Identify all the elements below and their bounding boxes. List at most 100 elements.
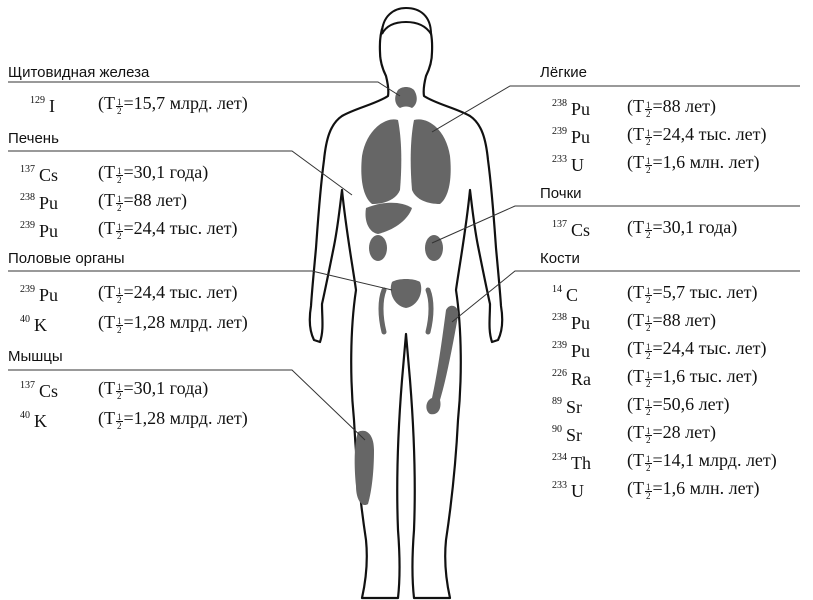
- organ-title: Лёгкие: [540, 64, 587, 82]
- element-symbol: U: [571, 481, 584, 501]
- isotope-symbol: 233 U: [552, 477, 584, 502]
- half-life-symbol: T: [633, 310, 644, 330]
- mass-number: 238: [20, 192, 35, 203]
- element-symbol: Pu: [39, 285, 58, 305]
- isotope-symbol: 226 Ra: [552, 365, 591, 390]
- half-fraction: 12: [116, 98, 123, 115]
- element-symbol: K: [34, 411, 47, 431]
- mass-number: 137: [20, 380, 35, 391]
- element-symbol: Cs: [39, 381, 58, 401]
- element-symbol: Sr: [566, 397, 582, 417]
- organ-title: Мышцы: [8, 348, 63, 366]
- half-life-symbol: T: [633, 422, 644, 442]
- element-symbol: Pu: [571, 99, 590, 119]
- isotope-symbol: 129 I: [30, 92, 55, 117]
- isotope-symbol: 239 Pu: [552, 123, 590, 148]
- element-symbol: Ra: [571, 369, 591, 389]
- half-life-value: 30,1 года: [134, 378, 203, 398]
- half-life: (T12=28 лет): [627, 421, 716, 444]
- half-life-symbol: T: [104, 93, 115, 113]
- element-symbol: Cs: [571, 220, 590, 240]
- mass-number: 90: [552, 424, 562, 435]
- element-symbol: I: [49, 96, 55, 116]
- mass-number: 14: [552, 284, 562, 295]
- half-life-value: 24,4 тыс. лет: [663, 124, 761, 144]
- half-life-symbol: T: [104, 378, 115, 398]
- organ-title: Почки: [540, 185, 582, 203]
- half-life-value: 1,28 млрд. лет: [134, 408, 242, 428]
- mass-number: 239: [552, 340, 567, 351]
- half-life-symbol: T: [633, 450, 644, 470]
- half-life-value: 30,1 года: [663, 217, 732, 237]
- half-life-symbol: T: [104, 282, 115, 302]
- mass-number: 233: [552, 154, 567, 165]
- half-life-value: 28 лет: [663, 422, 710, 442]
- mass-number: 233: [552, 480, 567, 491]
- half-life-symbol: T: [633, 478, 644, 498]
- half-fraction: 12: [116, 413, 123, 430]
- half-life: (T12=88 лет): [98, 189, 187, 212]
- element-symbol: Pu: [39, 221, 58, 241]
- element-symbol: C: [566, 285, 578, 305]
- element-symbol: Sr: [566, 425, 582, 445]
- half-life: (T12=30,1 года): [98, 161, 208, 184]
- mass-number: 89: [552, 396, 562, 407]
- isotope-symbol: 137Cs: [552, 216, 590, 241]
- isotope-symbol: 137 Cs: [20, 377, 58, 402]
- element-symbol: Pu: [39, 193, 58, 213]
- organ-title: Половые органы: [8, 250, 125, 268]
- mass-number: 238: [552, 98, 567, 109]
- isotope-symbol: 40K: [20, 311, 47, 336]
- mass-number: 226: [552, 368, 567, 379]
- half-life-symbol: T: [633, 338, 644, 358]
- mass-number: 137: [20, 164, 35, 175]
- half-life-symbol: T: [633, 366, 644, 386]
- half-life-symbol: T: [104, 312, 115, 332]
- isotope-symbol: 14 C: [552, 281, 578, 306]
- element-symbol: Pu: [571, 127, 590, 147]
- element-symbol: K: [34, 315, 47, 335]
- left-kidney-organ: [369, 235, 387, 261]
- half-life: (T12=24,4 тыс. лет): [98, 217, 237, 240]
- isotope-symbol: 239Pu: [20, 281, 58, 306]
- organ-title: Кости: [540, 250, 580, 268]
- isotope-symbol: 238 Pu: [552, 95, 590, 120]
- half-life-value: 5,7 тыс. лет: [663, 282, 752, 302]
- half-life-symbol: T: [104, 162, 115, 182]
- half-life-symbol: T: [104, 408, 115, 428]
- mass-number: 129: [30, 95, 45, 106]
- half-life-symbol: T: [633, 394, 644, 414]
- half-life-symbol: T: [633, 96, 644, 116]
- isotope-symbol: 90 Sr: [552, 421, 582, 446]
- half-life-symbol: T: [633, 282, 644, 302]
- half-life-value: 1,6 тыс. лет: [663, 366, 752, 386]
- element-symbol: Th: [571, 453, 591, 473]
- mass-number: 239: [552, 126, 567, 137]
- half-life-value: 1,6 млн. лет: [663, 152, 754, 172]
